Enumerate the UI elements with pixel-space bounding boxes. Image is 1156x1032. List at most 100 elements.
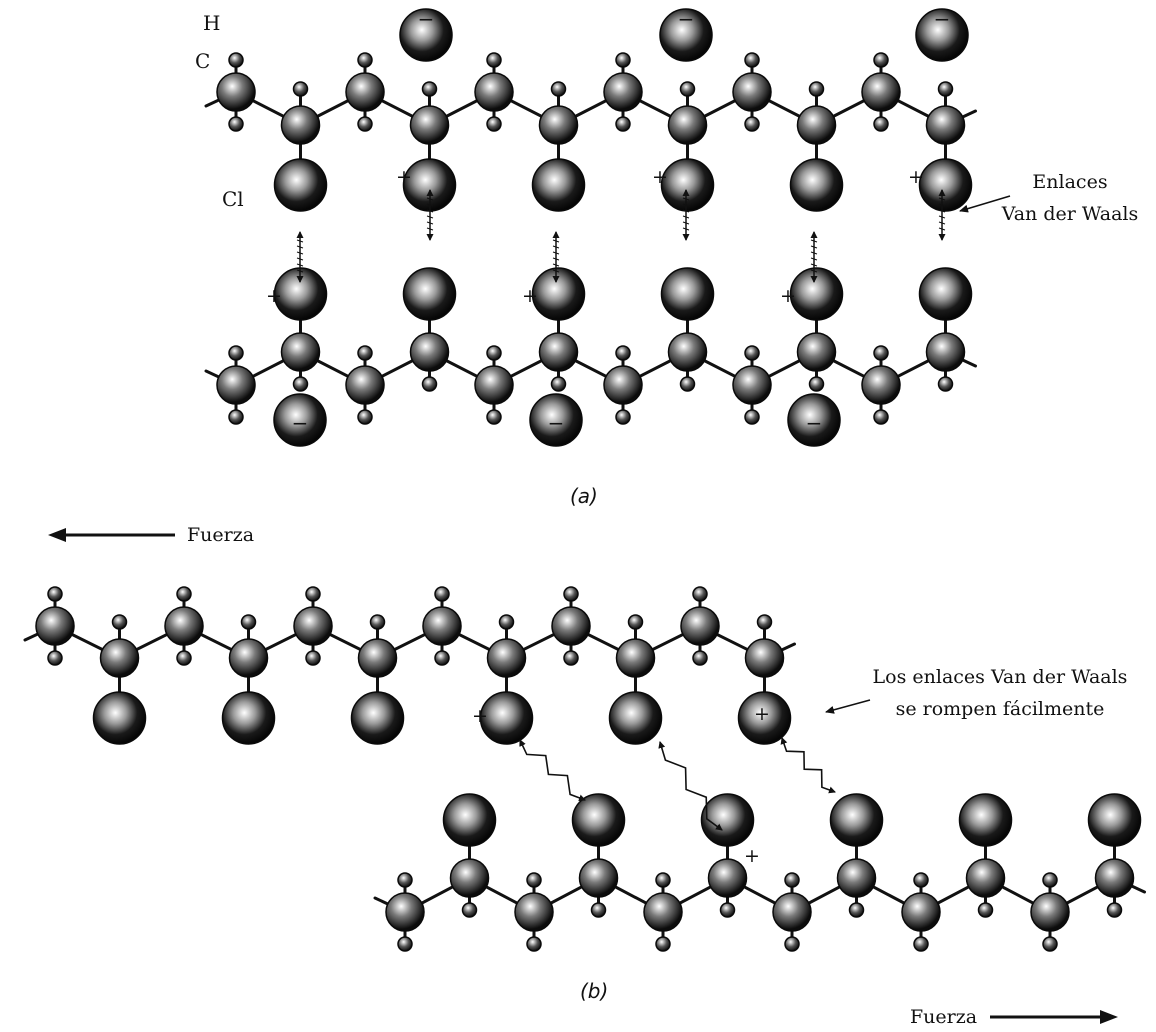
- vdw-hatch: [552, 257, 560, 261]
- a-bottom-hydrogen-atom: [744, 345, 760, 361]
- vdw-hatch: [682, 227, 690, 231]
- minus-sign: −: [292, 411, 309, 435]
- b-top-hydrogen-atom: [434, 586, 450, 602]
- vdw-hatch: [552, 239, 560, 243]
- b-bottom-hydrogen-atom: [784, 872, 800, 888]
- plus-sign: +: [744, 845, 760, 867]
- b-top-chlorine-atom: [92, 691, 147, 745]
- a-top-carbon-atom: [796, 105, 837, 145]
- a-top-hydrogen-atom: [873, 116, 889, 132]
- b-top-carbon-atom: [164, 606, 204, 646]
- b-bottom-carbon-atom: [707, 858, 748, 898]
- b-top-carbon-atom: [615, 638, 656, 678]
- vdw-hatch: [938, 221, 946, 225]
- a-bottom-hydrogen-atom: [615, 409, 631, 425]
- b-bottom-hydrogen-atom: [977, 902, 994, 918]
- b-bottom-chlorine-atom: [571, 793, 626, 847]
- vdw-broken-bond: [780, 737, 836, 794]
- a-top-chlorine-atom: [918, 158, 973, 212]
- a-bottom-hydrogen-atom: [486, 409, 502, 425]
- vdw-hatch: [552, 263, 560, 267]
- a-bottom-carbon-atom: [474, 365, 514, 405]
- b-bottom-carbon-atom: [449, 858, 490, 898]
- vdw-hatch: [938, 227, 946, 231]
- b-top-chlorine-atom: [479, 691, 534, 745]
- a-bottom-chlorine-atom: [531, 267, 586, 321]
- a-top-hydrogen-atom: [744, 52, 760, 68]
- vdw-hatch: [938, 209, 946, 213]
- a-bottom-hydrogen-atom: [808, 376, 825, 392]
- b-top-hydrogen-atom: [434, 650, 450, 666]
- b-top-hydrogen-atom: [176, 650, 192, 666]
- hydrogen-label: H: [203, 11, 220, 35]
- b-bottom-hydrogen-atom: [526, 872, 542, 888]
- vdw-label-a-line2: Van der Waals: [1001, 203, 1138, 225]
- force-label-right: Fuerza: [910, 1006, 977, 1028]
- b-bottom-hydrogen-atom: [397, 872, 413, 888]
- a-bottom-chlorine-atom: [273, 393, 327, 447]
- plus-sign: +: [396, 166, 412, 188]
- vdw-hatch: [552, 251, 560, 255]
- b-top-carbon-atom: [293, 606, 333, 646]
- b-bottom-carbon-atom: [901, 892, 941, 932]
- a-top-hydrogen-atom: [679, 81, 696, 97]
- a-bottom-hydrogen-atom: [744, 409, 760, 425]
- vdw-label-b-line1: Los enlaces Van der Waals: [873, 666, 1128, 688]
- b-top-hydrogen-atom: [756, 614, 773, 630]
- minus-sign: −: [418, 7, 435, 31]
- a-top-carbon-atom: [861, 72, 901, 112]
- b-top-hydrogen-atom: [563, 650, 579, 666]
- chlorine-label: Cl: [222, 187, 244, 211]
- vdw-hatch: [552, 269, 560, 273]
- a-top-hydrogen-atom: [228, 52, 244, 68]
- vdw-hatch: [682, 221, 690, 225]
- vdw-hatch: [810, 269, 818, 273]
- a-top-chlorine-atom: [915, 8, 969, 62]
- a-top-hydrogen-atom: [486, 116, 502, 132]
- a-top-carbon-atom: [667, 105, 708, 145]
- b-bottom-hydrogen-atom: [1042, 872, 1058, 888]
- b-top-hydrogen-atom: [563, 586, 579, 602]
- plus-sign: +: [472, 705, 488, 727]
- pointer-arrow-b: [825, 699, 871, 714]
- b-bottom-hydrogen-atom: [1042, 936, 1058, 952]
- b-top-carbon-atom: [551, 606, 591, 646]
- a-bottom-carbon-atom: [925, 332, 966, 372]
- a-bottom-carbon-atom: [538, 332, 579, 372]
- b-bottom-carbon-atom: [772, 892, 812, 932]
- b-top-hydrogen-atom: [176, 586, 192, 602]
- a-bottom-hydrogen-atom: [228, 409, 244, 425]
- a-top-hydrogen-atom: [228, 116, 244, 132]
- a-top-chlorine-atom: [660, 158, 715, 212]
- b-top-chlorine-atom: [221, 691, 276, 745]
- a-bottom-hydrogen-atom: [873, 345, 889, 361]
- b-top-chlorine-atom: [350, 691, 405, 745]
- b-top-hydrogen-atom: [369, 614, 386, 630]
- b-bottom-hydrogen-atom: [590, 902, 607, 918]
- caption-a: (a): [570, 484, 598, 508]
- a-bottom-carbon-atom: [861, 365, 901, 405]
- vdw-hatch: [426, 221, 434, 225]
- a-top-hydrogen-atom: [550, 81, 567, 97]
- minus-sign: −: [806, 411, 823, 435]
- b-bottom-hydrogen-atom: [397, 936, 413, 952]
- a-top-hydrogen-atom: [808, 81, 825, 97]
- vdw-hatch: [552, 245, 560, 249]
- a-top-chlorine-atom: [789, 158, 844, 212]
- b-bottom-chlorine-atom: [442, 793, 497, 847]
- plus-sign: +: [908, 166, 924, 188]
- a-bottom-carbon-atom: [216, 365, 256, 405]
- a-bottom-carbon-atom: [603, 365, 643, 405]
- a-top-hydrogen-atom: [744, 116, 760, 132]
- a-bottom-chlorine-atom: [918, 267, 973, 321]
- a-bottom-hydrogen-atom: [679, 376, 696, 392]
- minus-sign: −: [934, 7, 951, 31]
- vdw-hatch: [296, 251, 304, 255]
- vdw-hatch: [810, 251, 818, 255]
- vdw-broken-bond: [658, 741, 723, 831]
- b-bottom-hydrogen-atom: [913, 936, 929, 952]
- vdw-hatch: [938, 197, 946, 201]
- b-top-carbon-atom: [744, 638, 785, 678]
- b-top-chlorine-atom: [737, 691, 792, 745]
